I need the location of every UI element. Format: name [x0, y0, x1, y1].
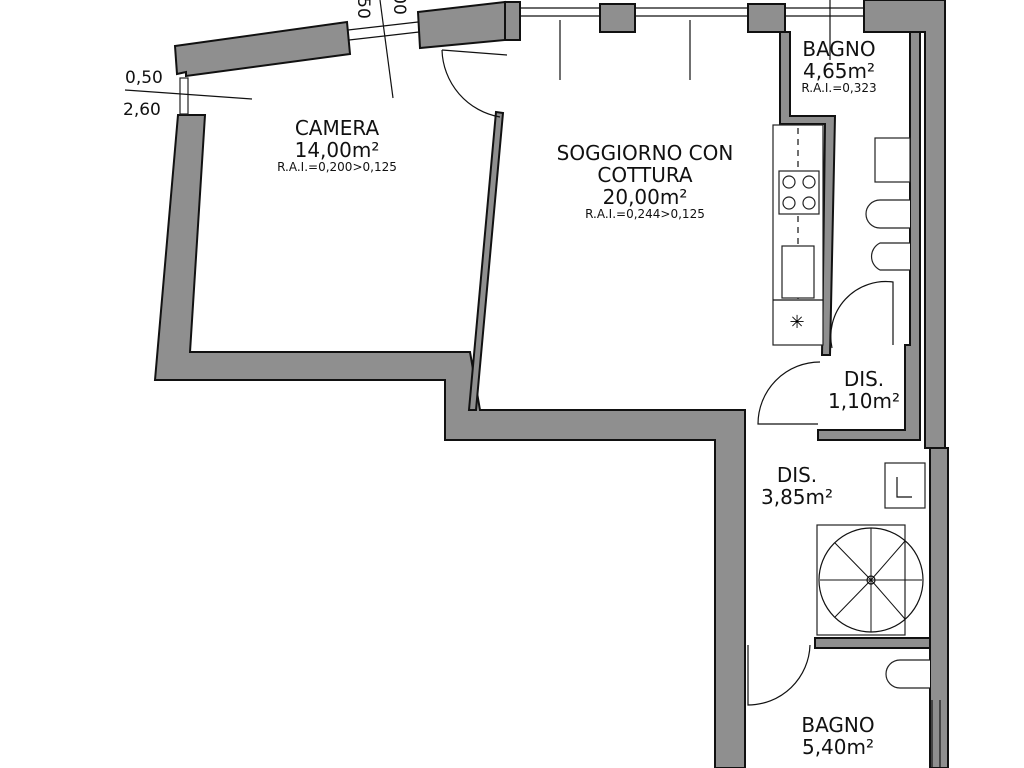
room-area: 1,10m² — [827, 389, 901, 413]
room-name-line2: COTTURA — [597, 163, 693, 187]
room-area: 3,85m² — [760, 485, 834, 509]
wall-camera-top — [173, 20, 352, 78]
svg-text:✳: ✳ — [789, 312, 804, 333]
windows — [124, 0, 941, 768]
dim-rotated-a: 50 — [352, 0, 373, 19]
kitchen-counter: ✳ — [772, 124, 824, 346]
wall-top-pier — [599, 3, 636, 33]
walls — [153, 0, 949, 768]
room-name: BAGNO — [802, 37, 876, 61]
door-camera — [441, 49, 501, 118]
dim-rotated-b: 00 — [388, 0, 409, 15]
room-area: 4,65m² — [802, 59, 876, 83]
sink — [781, 245, 815, 299]
door-bagno-lower — [747, 644, 811, 706]
dim-window-bottom: 2,60 — [123, 100, 161, 120]
room-name: BAGNO — [801, 713, 875, 737]
wall-outer-left-bottom — [153, 114, 746, 768]
door-bagno — [830, 280, 894, 349]
wall-top-stub — [504, 1, 521, 41]
room-name: DIS. — [776, 463, 818, 487]
room-area: 14,00m² — [294, 138, 380, 162]
room-dis-1: DIS. 1,10m² — [828, 368, 900, 412]
wall-lower-bagno — [814, 637, 931, 649]
door-dis — [757, 361, 821, 425]
room-bagno-1: BAGNO 4,65m² R.A.I.=0,323 — [801, 38, 876, 95]
room-bagno-2: BAGNO 5,40m² — [801, 714, 874, 758]
wall-top-pier-2 — [747, 3, 786, 33]
room-camera: CAMERA 14,00m² R.A.I.=0,200>0,125 — [277, 117, 397, 174]
wall-right-outer — [863, 0, 946, 449]
dim-window-top: 0,50 — [125, 68, 163, 88]
room-name: SOGGIORNO CON — [556, 141, 734, 165]
room-dis-2: DIS. 3,85m² — [761, 464, 833, 508]
partition-camera-soggiorno — [467, 110, 505, 411]
room-area: 5,40m² — [801, 735, 875, 759]
bathroom-fixtures — [816, 137, 930, 689]
room-rai: R.A.I.=0,200>0,125 — [277, 160, 397, 174]
room-name: CAMERA — [294, 116, 380, 140]
room-name: DIS. — [843, 367, 885, 391]
wall-top-middle — [416, 0, 506, 50]
wall-bagno-right — [817, 31, 921, 441]
wall-right-lower — [929, 447, 949, 768]
room-rai: R.A.I.=0,323 — [801, 81, 877, 95]
room-rai: R.A.I.=0,244>0,125 — [585, 207, 705, 221]
room-area: 20,00m² — [602, 185, 688, 209]
room-soggiorno: SOGGIORNO CON COTTURA 20,00m² R.A.I.=0,2… — [557, 142, 734, 221]
doors — [441, 49, 894, 706]
wall-bagno-kitchen — [779, 31, 837, 356]
